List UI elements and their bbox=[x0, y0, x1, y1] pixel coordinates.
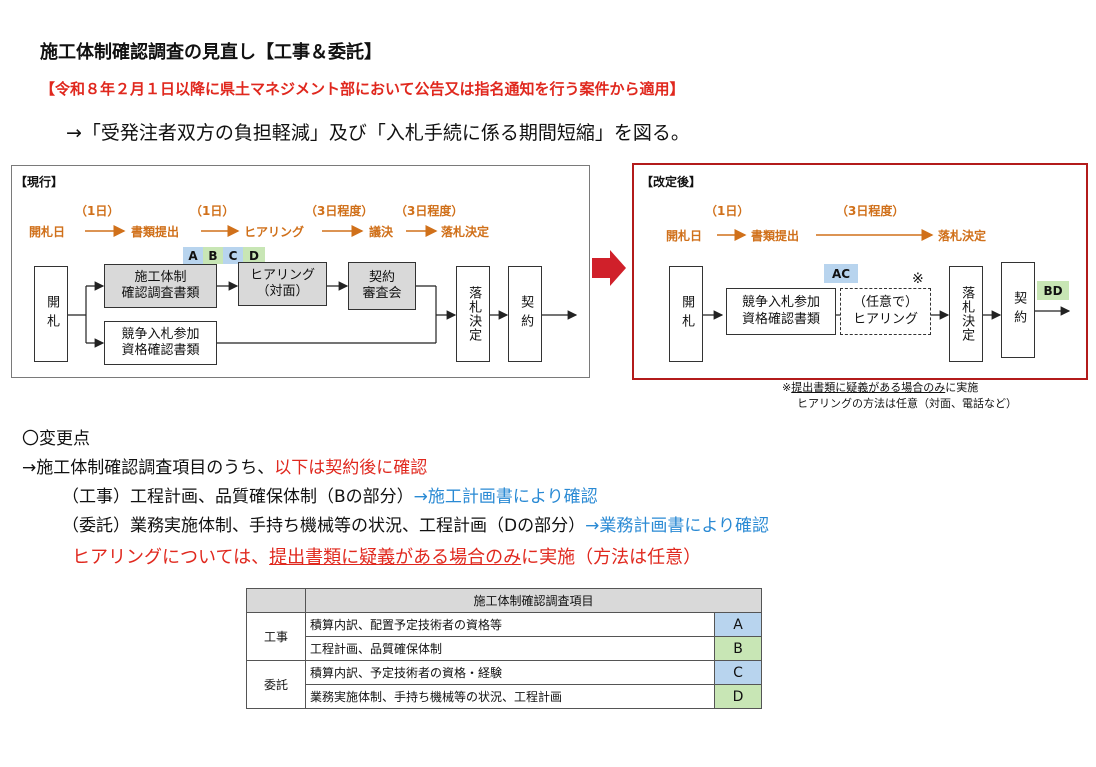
comp-line: 競争入札参加 bbox=[121, 326, 200, 342]
period-label: （3日程度） bbox=[305, 204, 374, 218]
period-label: （1日） bbox=[705, 204, 750, 218]
change-highlight: →業務計画書により確認 bbox=[585, 516, 769, 536]
table-corner bbox=[246, 588, 306, 613]
items-table: 施工体制確認調査項目 工事 積算内訳、配置予定技術者の資格等 A 工程計画、品質… bbox=[246, 588, 762, 709]
contract-box: 契約 bbox=[508, 266, 542, 362]
table-row: 工事 積算内訳、配置予定技術者の資格等 A bbox=[246, 612, 762, 661]
change-text: （工事）工程計画、品質確保体制（Bの部分） bbox=[62, 487, 414, 507]
table-row: 委託 積算内訳、予定技術者の資格・経験 C bbox=[246, 660, 762, 709]
item-cell: 積算内訳、配置予定技術者の資格等 bbox=[305, 612, 715, 637]
period-label: （3日程度） bbox=[836, 204, 905, 218]
hearing-line: ヒアリング bbox=[249, 267, 315, 283]
hearing-line: （対面） bbox=[256, 284, 309, 299]
change-highlight: 以下は契約後に確認 bbox=[274, 458, 428, 478]
revised-flow-panel bbox=[632, 163, 1088, 380]
comp-line: 競争入札参加 bbox=[741, 295, 820, 311]
tag-ac: AC bbox=[824, 264, 858, 283]
changes-heading: 〇変更点 bbox=[22, 429, 90, 449]
step-label: 議決 bbox=[369, 225, 394, 239]
change-text: ヒアリングについては、 bbox=[72, 547, 270, 568]
code-cell: C bbox=[714, 660, 762, 685]
change-line: →施工体制確認調査項目のうち、以下は契約後に確認 bbox=[22, 453, 427, 478]
change-line: （委託）業務実施体制、手持ち機械等の状況、工程計画（Dの部分）→業務計画書により… bbox=[62, 511, 769, 536]
transition-arrow-icon bbox=[592, 250, 626, 286]
tag-b: B bbox=[203, 247, 223, 264]
doc-line: 確認調査書類 bbox=[121, 286, 200, 301]
review-line: 契約 bbox=[368, 269, 395, 285]
award-box: 落札決定 bbox=[949, 266, 983, 362]
note-suffix: に実施 bbox=[945, 381, 979, 394]
comp-line: 資格確認書類 bbox=[741, 311, 820, 327]
purpose-line: →「受発注者双方の負担軽減」及び「入札手続に係る期間短縮」を図る。 bbox=[66, 122, 690, 144]
footnote-mark: ※ bbox=[912, 271, 924, 287]
review-line: 審査会 bbox=[362, 286, 402, 301]
step-label: 書類提出 bbox=[751, 229, 800, 243]
table-row: 工程計画、品質確保体制 B bbox=[247, 636, 762, 661]
item-cell: 積算内訳、予定技術者の資格・経験 bbox=[305, 660, 715, 685]
revised-label: 【改定後】 bbox=[641, 175, 702, 189]
hearing-box: ヒアリング （対面） bbox=[238, 262, 327, 306]
optional-hearing-box: （任意で） ヒアリング bbox=[840, 288, 931, 335]
note-underlined: 提出書類に疑義がある場合のみ bbox=[791, 381, 946, 394]
revised-flow-arrows bbox=[703, 229, 1071, 320]
step-label: 落札決定 bbox=[938, 229, 987, 243]
step-label: ヒアリング bbox=[244, 225, 305, 239]
step-label: 書類提出 bbox=[131, 225, 180, 239]
open-box: 開札 bbox=[34, 266, 68, 362]
tag-a: A bbox=[183, 247, 203, 264]
step-label: 落札決定 bbox=[441, 225, 490, 239]
code-cell: B bbox=[714, 636, 762, 661]
change-text: （委託）業務実施体制、手持ち機械等の状況、工程計画（Dの部分） bbox=[62, 516, 586, 536]
contract-box: 契約 bbox=[1001, 262, 1035, 358]
construction-docs-box: 施工体制 確認調査書類 bbox=[104, 264, 217, 308]
change-underlined: 提出書類に疑義がある場合のみ bbox=[269, 547, 522, 568]
step-label: 開札日 bbox=[29, 225, 66, 239]
table-row: 業務実施体制、手持ち機械等の状況、工程計画 D bbox=[247, 684, 762, 709]
award-box: 落札決定 bbox=[456, 266, 490, 362]
change-line: ヒアリングについては、提出書類に疑義がある場合のみに実施（方法は任意） bbox=[72, 543, 701, 569]
hearing-note: ※提出書類に疑義がある場合のみに実施 bbox=[782, 381, 978, 396]
change-line: （工事）工程計画、品質確保体制（Bの部分）→施工計画書により確認 bbox=[62, 482, 598, 507]
code-cell: A bbox=[714, 612, 762, 637]
doc-line: 施工体制 bbox=[134, 269, 187, 285]
note-prefix: ※ bbox=[782, 381, 792, 394]
group-cell: 工事 bbox=[246, 612, 306, 661]
hearing-line: （任意で） bbox=[852, 295, 918, 311]
competition-docs-box: 競争入札参加 資格確認書類 bbox=[104, 321, 217, 365]
page-title: 施工体制確認調査の見直し【工事＆委託】 bbox=[40, 42, 382, 63]
hearing-line: ヒアリング bbox=[852, 311, 918, 327]
competition-docs-box: 競争入札参加 資格確認書類 bbox=[726, 288, 836, 335]
table-header: 施工体制確認調査項目 bbox=[305, 588, 762, 613]
change-text: →施工体制確認調査項目のうち、 bbox=[22, 458, 275, 478]
tag-d: D bbox=[243, 247, 265, 264]
applicability-note: 【令和８年２月１日以降に県土マネジメント部において公告又は指名通知を行う案件から… bbox=[40, 80, 685, 98]
step-label: 開札日 bbox=[666, 229, 703, 243]
comp-line: 資格確認書類 bbox=[121, 343, 200, 358]
table-header-row: 施工体制確認調査項目 bbox=[246, 588, 762, 613]
item-cell: 業務実施体制、手持ち機械等の状況、工程計画 bbox=[305, 684, 715, 709]
group-cell: 委託 bbox=[246, 660, 306, 709]
open-box: 開札 bbox=[669, 266, 703, 362]
item-cell: 工程計画、品質確保体制 bbox=[305, 636, 715, 661]
period-label: （1日） bbox=[75, 204, 120, 218]
tag-c: C bbox=[223, 247, 243, 264]
tag-bd: BD bbox=[1037, 281, 1069, 300]
current-flow-arrows bbox=[68, 225, 578, 348]
current-label: 【現行】 bbox=[15, 175, 64, 189]
period-label: （3日程度） bbox=[395, 204, 464, 218]
period-label: （1日） bbox=[190, 204, 235, 218]
current-flow-panel bbox=[11, 165, 590, 378]
code-cell: D bbox=[714, 684, 762, 709]
hearing-method-note: ヒアリングの方法は任意（対面、電話など） bbox=[797, 397, 1017, 410]
review-board-box: 契約 審査会 bbox=[348, 262, 416, 310]
change-text: に実施（方法は任意） bbox=[521, 547, 702, 568]
change-highlight: →施工計画書により確認 bbox=[413, 487, 598, 507]
